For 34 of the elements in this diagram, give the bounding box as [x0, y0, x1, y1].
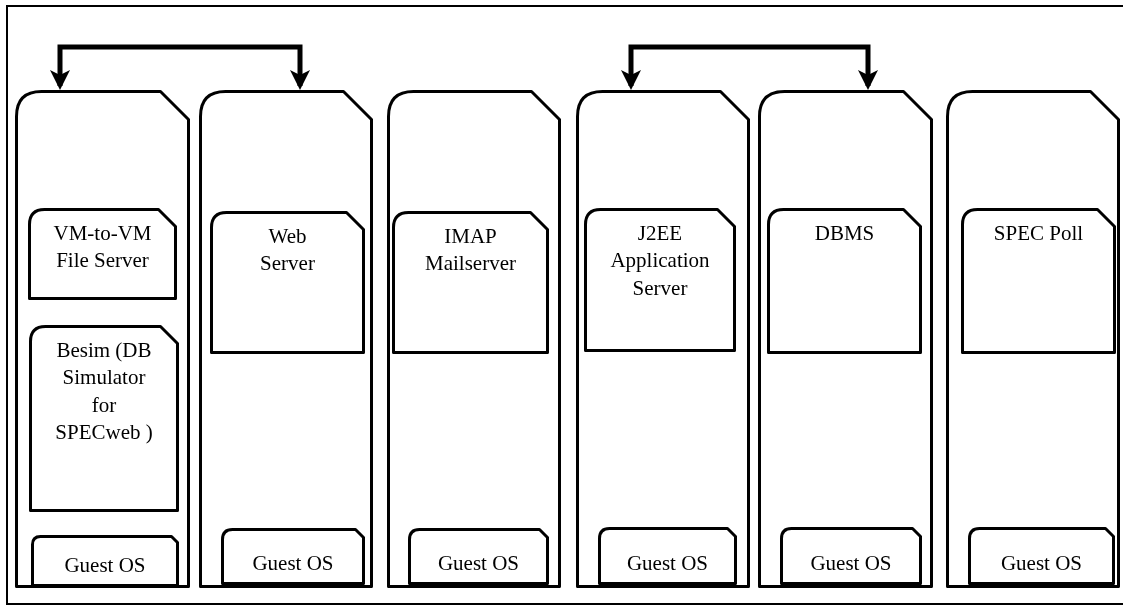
node-label: Guest OS [810, 549, 892, 577]
node-label: DBMS [813, 220, 876, 247]
vm-box [576, 90, 750, 588]
vm-box [387, 90, 561, 588]
node-label: J2EE Application Server [609, 220, 711, 302]
node-label: Guest OS [437, 549, 520, 577]
node-label: IMAP Mailserver [424, 223, 517, 278]
service-box [28, 208, 177, 300]
guest-os-box [598, 527, 737, 585]
node-label: Besim (DB Simulator for SPECweb ) [54, 337, 154, 446]
node-label: Guest OS [252, 549, 334, 577]
guest-os-box [408, 528, 549, 585]
node-label: SPEC Poll [992, 220, 1085, 247]
guest-os-box [31, 535, 179, 587]
vm-box [199, 90, 373, 588]
vm-box [758, 90, 933, 588]
service-box [210, 211, 365, 354]
service-box [961, 208, 1116, 354]
service-box [392, 211, 549, 354]
node-label: Guest OS [1000, 549, 1083, 577]
guest-os-box [968, 527, 1115, 585]
service-box [767, 208, 922, 354]
vm-box [946, 90, 1120, 588]
node-label: VM-to-VM File Server [52, 220, 153, 275]
guest-os-box [221, 528, 365, 585]
service-box [584, 208, 736, 352]
node-label: Web Server [259, 223, 316, 278]
arrow [621, 44, 878, 90]
service-box [29, 325, 179, 512]
guest-os-box [780, 527, 922, 585]
arrow [50, 44, 310, 90]
vm-box [15, 90, 190, 588]
node-label: Guest OS [64, 551, 146, 579]
node-label: Guest OS [626, 549, 709, 577]
